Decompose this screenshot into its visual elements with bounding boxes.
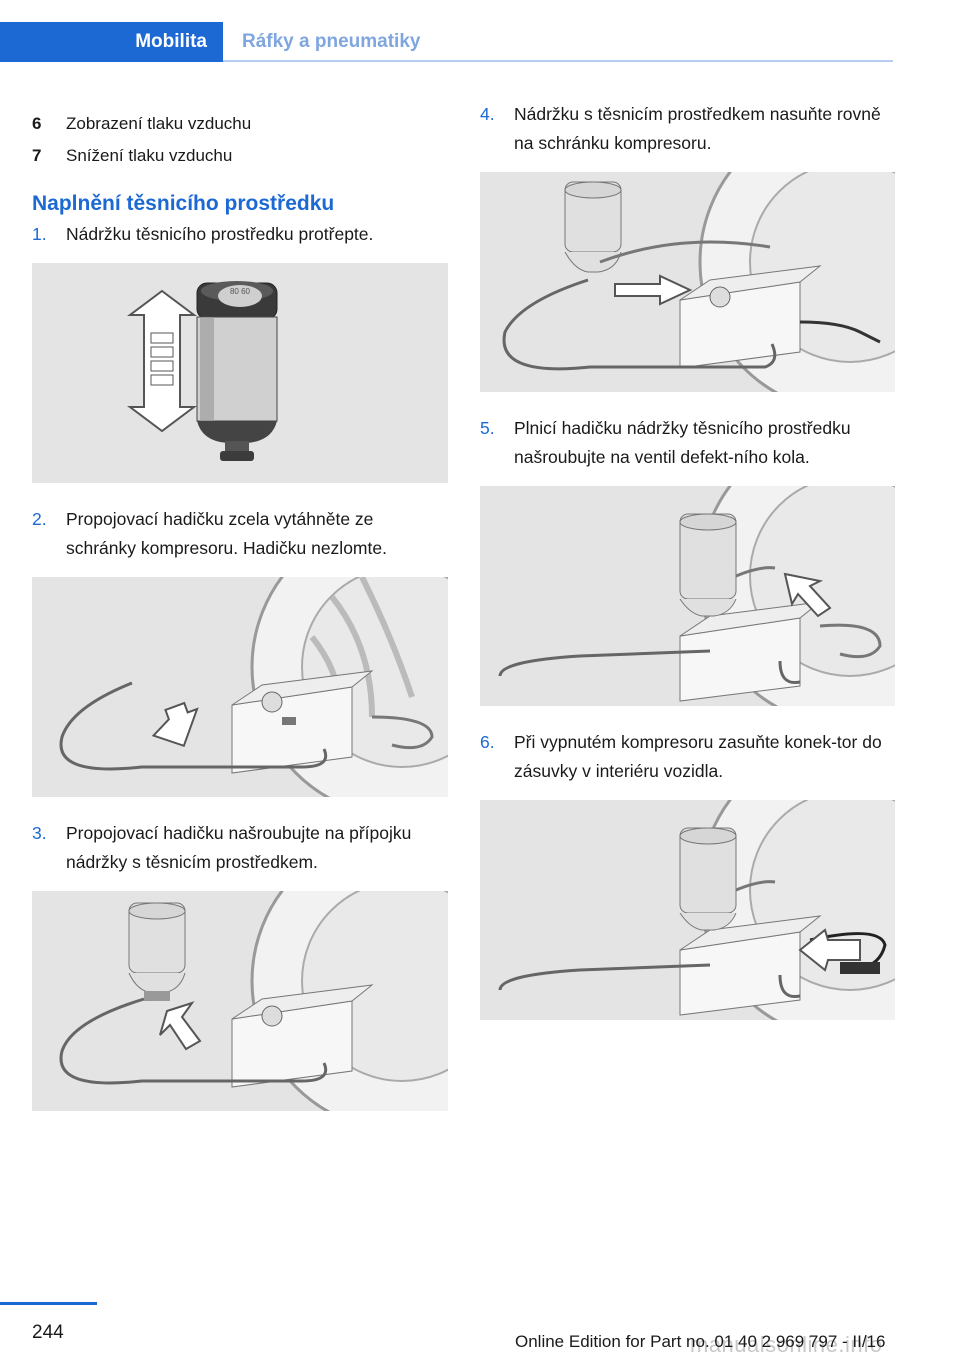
- step-item: 6. Při vypnutém kompresoru zasuňte konek…: [480, 728, 895, 786]
- step-text: Propojovací hadičku zcela vytáhněte ze s…: [66, 509, 387, 558]
- illustration-screw-hose: [32, 891, 448, 1111]
- legend-text: Zobrazení tlaku vzduchu: [66, 114, 252, 133]
- tab-underline: [223, 60, 893, 62]
- step-item: 5. Plnicí hadičku nádržky těsnicího pros…: [480, 414, 895, 472]
- step-number: 4.: [480, 104, 495, 124]
- illustration-mount-bottle: [480, 172, 895, 392]
- footer-watermark: manualsonline.info: [690, 1332, 883, 1357]
- tab-rafky-a-pneumatiky[interactable]: Ráfky a pneumatiky: [242, 31, 421, 52]
- legend-number: 6: [32, 114, 42, 133]
- left-column: 6 Zobrazení tlaku vzduchu 7 Snížení tlak…: [32, 108, 448, 1133]
- step-item: 2. Propojovací hadičku zcela vytáhněte z…: [32, 505, 448, 563]
- step-number: 3.: [32, 823, 47, 843]
- bottle-label: 80 60: [230, 287, 251, 296]
- legend-text: Snížení tlaku vzduchu: [66, 146, 233, 165]
- step-item: 3. Propojovací hadičku našroubujte na př…: [32, 819, 448, 877]
- legend-number: 7: [32, 146, 42, 165]
- legend-item: 6 Zobrazení tlaku vzduchu: [32, 108, 448, 140]
- step-number: 1.: [32, 224, 47, 244]
- step-text: Propojovací hadičku našroubujte na přípo…: [66, 823, 412, 872]
- footer-edition: Online Edition for Part no. 01 40 2 969 …: [515, 1332, 886, 1351]
- step-number: 6.: [480, 732, 495, 752]
- legend-item: 7 Snížení tlaku vzduchu: [32, 140, 448, 172]
- illustration-pull-hose: [32, 577, 448, 797]
- step-number: 2.: [32, 509, 47, 529]
- step-number: 5.: [480, 418, 495, 438]
- section-title: Naplnění těsnicího prostředku: [32, 192, 335, 215]
- right-column: 4. Nádržku s těsnicím prostředkem nasuňt…: [480, 100, 895, 1042]
- step-text: Nádržku s těsnicím prostředkem nasuňte r…: [514, 104, 881, 153]
- step-item: 1. Nádržku těsnicího prostředku protřept…: [32, 220, 448, 249]
- illustration-connect-valve: [480, 486, 895, 706]
- step-text: Při vypnutém kompresoru zasuňte konek‐to…: [514, 732, 882, 781]
- illustration-plug-connector: [480, 800, 895, 1020]
- page-number-rule: [0, 1302, 97, 1305]
- step-text: Plnicí hadičku nádržky těsnicího prostře…: [514, 418, 851, 467]
- illustration-shake-bottle: 80 60: [32, 263, 448, 483]
- page-number: 244: [32, 1322, 64, 1343]
- header-tabs: Mobilita Ráfky a pneumatiky: [0, 22, 893, 62]
- step-text: Nádržku těsnicího prostředku protřepte.: [66, 224, 374, 244]
- step-item: 4. Nádržku s těsnicím prostředkem nasuňt…: [480, 100, 895, 158]
- tab-mobilita[interactable]: Mobilita: [0, 22, 223, 62]
